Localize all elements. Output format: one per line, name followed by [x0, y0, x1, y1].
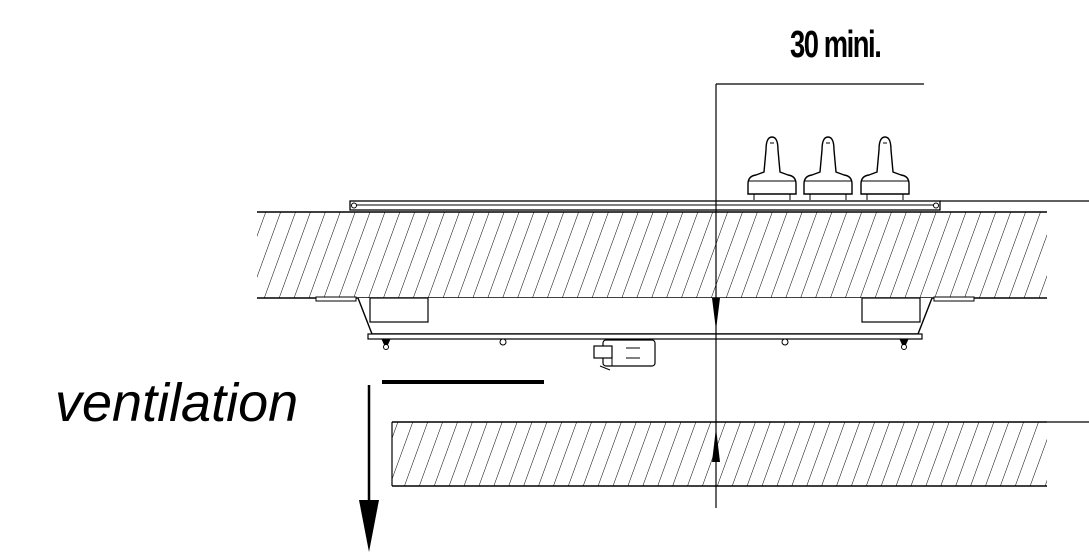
gas-knob-icon	[747, 136, 797, 200]
clearance-dimension	[712, 83, 1089, 508]
worktop-slab	[257, 211, 1047, 299]
down-arrow-icon	[359, 500, 379, 552]
ventilation-label: ventilation	[55, 373, 299, 433]
hob-body	[315, 296, 975, 350]
gas-knob-icon	[860, 136, 910, 200]
clearance-dimension-label: 30 mini.	[790, 24, 882, 66]
gas-knob-icon	[803, 136, 853, 200]
hob-top-plate	[349, 200, 941, 211]
ventilation-arrow	[359, 380, 544, 552]
lower-shelf-slab	[391, 421, 1047, 487]
gas-connector	[593, 339, 656, 371]
